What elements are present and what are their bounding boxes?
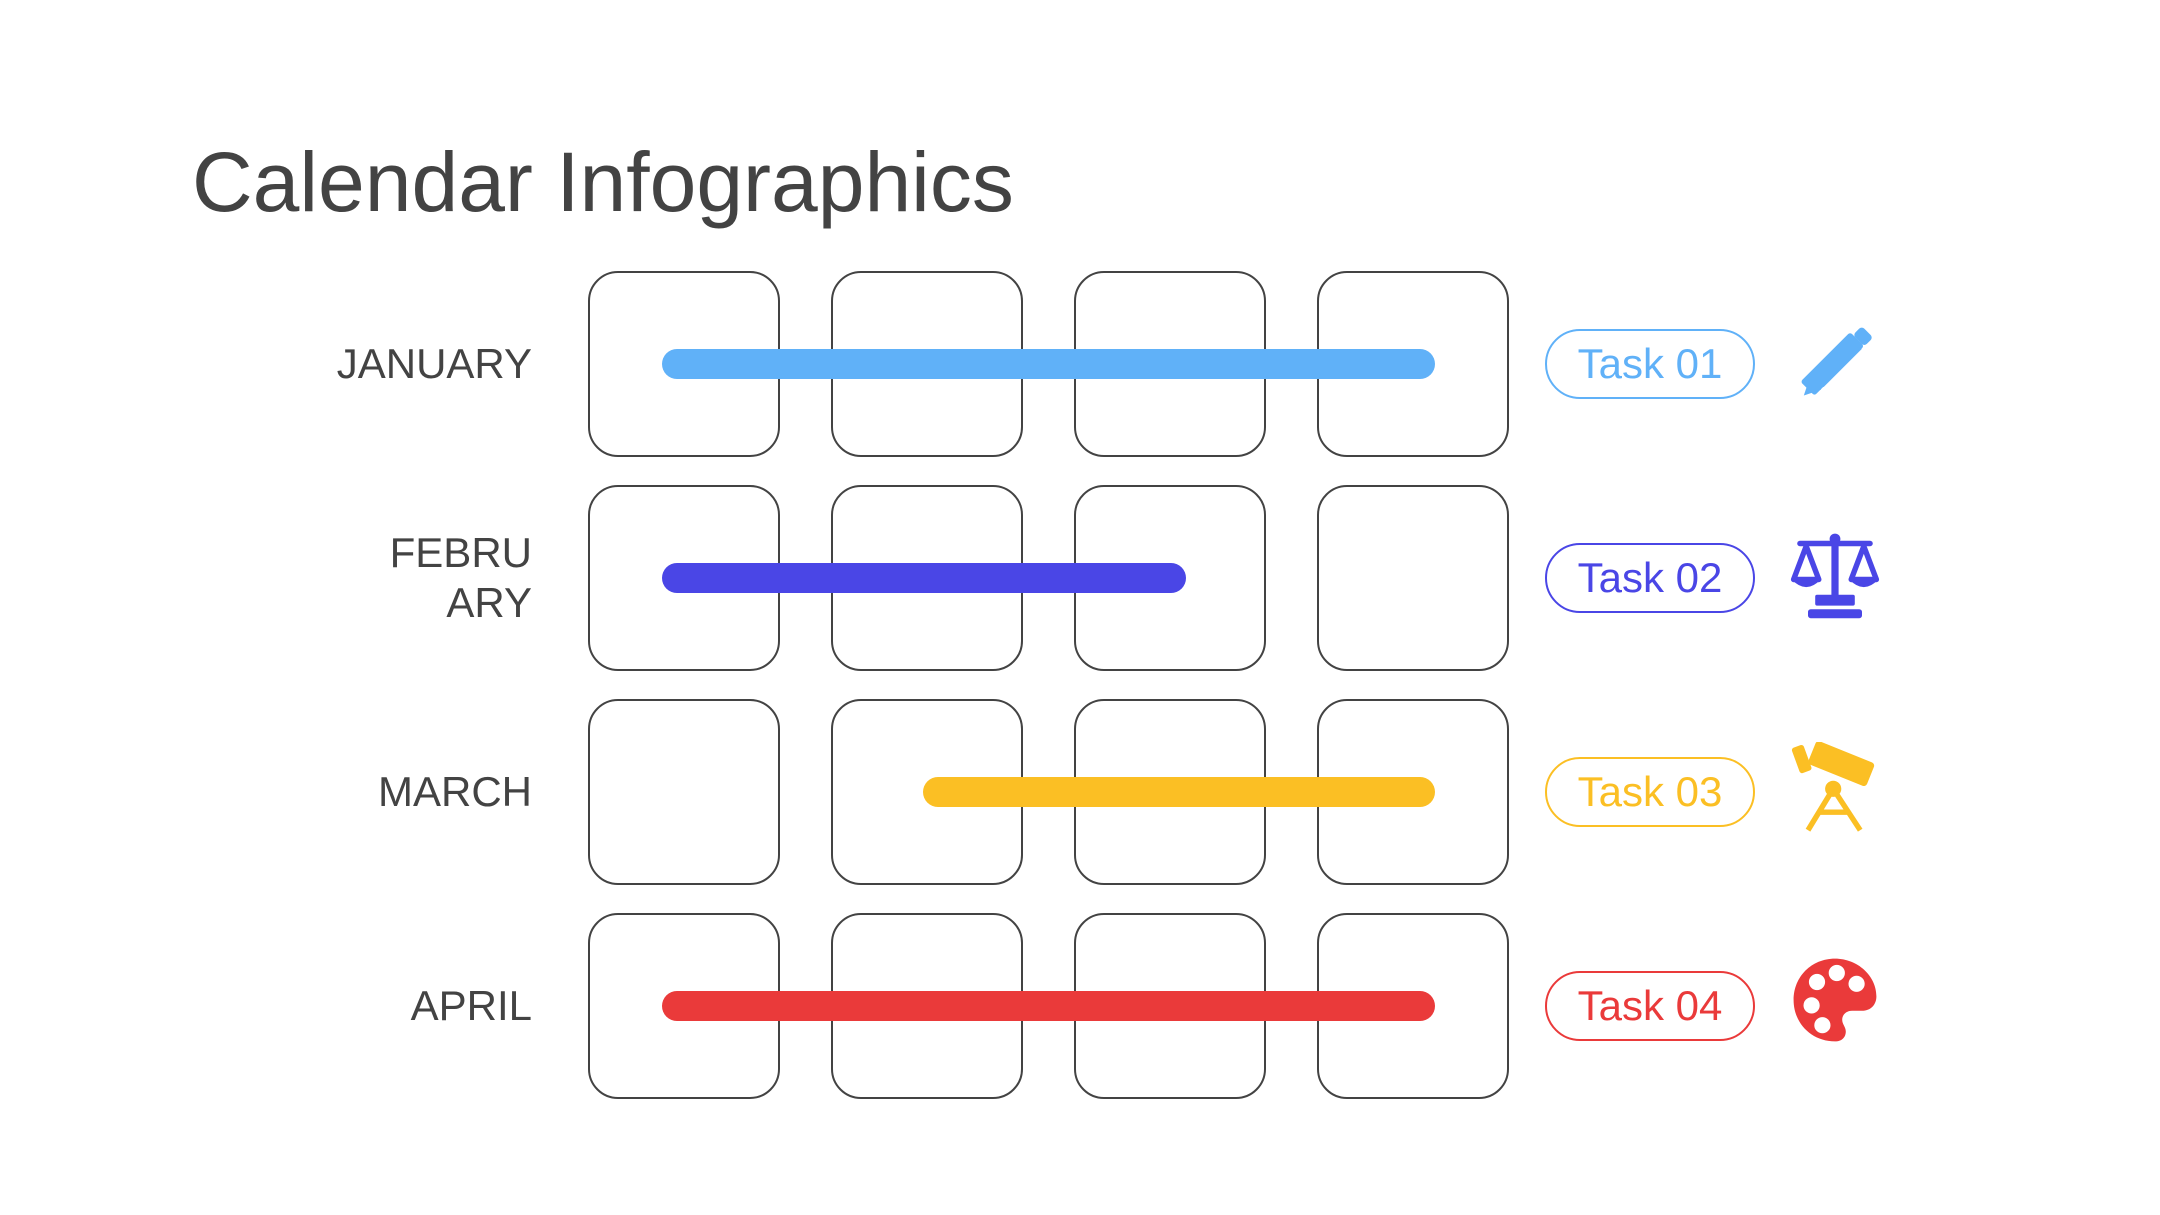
page-title: Calendar Infographics — [192, 135, 1014, 229]
task-bar-january — [662, 349, 1435, 379]
pencil-ruler-icon — [1790, 318, 1880, 408]
palette-icon — [1790, 955, 1880, 1045]
task-bar-march — [923, 777, 1435, 807]
task-bar-february — [662, 563, 1186, 593]
task-label-4: Task 04 — [1545, 971, 1755, 1041]
month-label-april: APRIL — [410, 982, 532, 1029]
task-label-3: Task 03 — [1545, 757, 1755, 827]
month-label-february: FEBRUARY — [389, 529, 532, 626]
task-bar-april — [662, 991, 1435, 1021]
month-label-january: JANUARY — [336, 340, 532, 387]
week-cell-march-1 — [588, 699, 780, 885]
telescope-icon — [1790, 742, 1880, 832]
month-label-march: MARCH — [378, 768, 532, 815]
task-label-2: Task 02 — [1545, 543, 1755, 613]
scales-icon — [1790, 530, 1880, 620]
task-label-1: Task 01 — [1545, 329, 1755, 399]
week-cell-february-4 — [1317, 485, 1509, 671]
